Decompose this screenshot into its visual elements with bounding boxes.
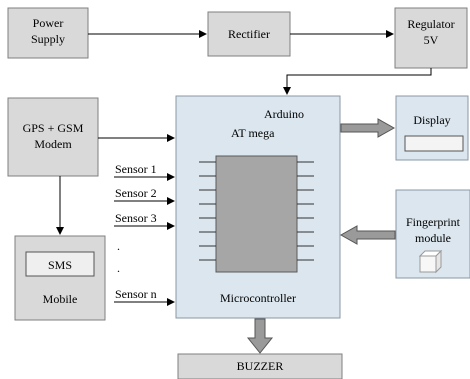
sensor-3-label: Sensor 3 — [115, 211, 157, 225]
sms-label: SMS — [48, 258, 72, 272]
sensor-1: Sensor 1 — [114, 162, 175, 181]
fingerprint-sensor-cube — [418, 249, 443, 274]
display-label: Display — [413, 113, 450, 127]
regulator-label-1: Regulator — [407, 17, 454, 31]
regulator-label-2: 5V — [424, 33, 439, 47]
fingerprint-label-1: Fingerprint — [406, 215, 461, 229]
rectifier-block: Rectifier — [207, 11, 291, 57]
display-screen — [404, 135, 464, 152]
sms-screen — [25, 251, 95, 277]
microcontroller-label: Microcontroller — [220, 291, 296, 305]
fat-arrow-from-fingerprint — [339, 225, 396, 245]
sensor-1-label: Sensor 1 — [115, 162, 157, 176]
mobile-block: SMS Mobile — [14, 235, 106, 321]
sensor-ellipsis-1: . — [117, 239, 120, 253]
sensor-2: Sensor 2 — [114, 186, 175, 205]
gps-gsm-label-1: GPS + GSM — [23, 121, 84, 135]
sensor-ellipsis-2: . — [117, 261, 120, 275]
display-block: Display — [395, 95, 469, 161]
regulator-block: Regulator 5V — [394, 7, 468, 69]
sensor-n-label: Sensor n — [115, 287, 157, 301]
arduino-label: Arduino — [264, 107, 304, 121]
sensor-3: Sensor 3 — [114, 211, 175, 230]
fat-arrow-to-buzzer — [246, 318, 274, 354]
arrow-regulator-to-microcontroller — [283, 68, 432, 95]
mobile-label: Mobile — [43, 292, 78, 306]
gps-gsm-label-2: Modem — [34, 137, 72, 151]
chip — [199, 155, 314, 273]
atmega-label: AT mega — [231, 126, 275, 140]
buzzer-label: BUZZER — [237, 359, 284, 373]
fingerprint-block: Fingerprint module — [395, 189, 470, 279]
power-supply-label-1: Power — [33, 16, 64, 30]
power-supply-block: Power Supply — [7, 7, 89, 59]
fat-arrow-to-display — [340, 118, 396, 138]
sensor-2-label: Sensor 2 — [115, 186, 157, 200]
microcontroller-block: Arduino AT mega Microcontroller — [175, 95, 341, 319]
gps-gsm-block: GPS + GSM Modem — [7, 97, 99, 177]
sensor-n: Sensor n — [114, 287, 175, 306]
power-supply-label-2: Supply — [31, 32, 65, 46]
rectifier-label: Rectifier — [228, 27, 270, 41]
buzzer-block: BUZZER — [177, 353, 343, 379]
fingerprint-label-2: module — [415, 231, 451, 245]
